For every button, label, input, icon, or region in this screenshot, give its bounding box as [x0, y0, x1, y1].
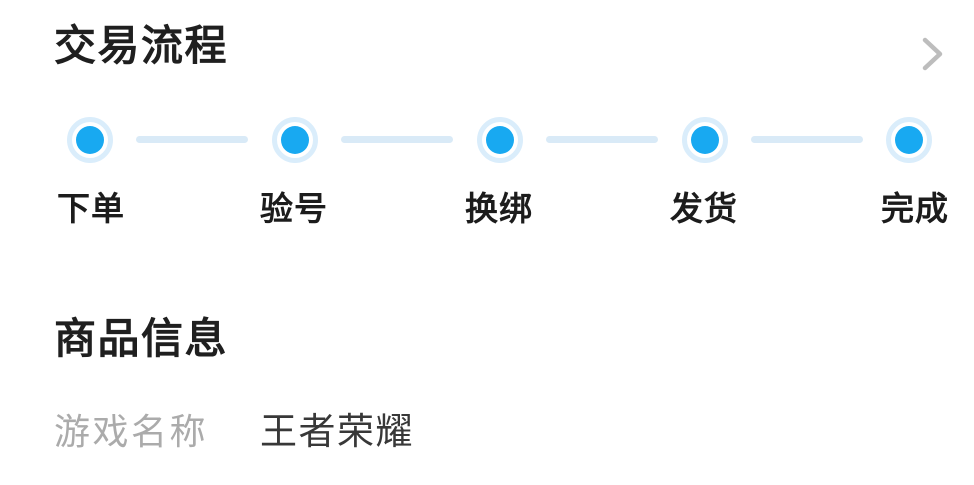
step-dot-icon — [67, 117, 113, 163]
step-dot-icon — [682, 117, 728, 163]
transaction-flow-title: 交易流程 — [54, 22, 229, 69]
step-connector — [751, 136, 863, 143]
game-name-label: 游戏名称 — [54, 411, 209, 452]
step-dot-icon — [272, 117, 318, 163]
step-connector — [546, 136, 658, 143]
step-connector — [341, 136, 453, 143]
step-label-rebind: 换绑 — [465, 190, 533, 227]
product-info-field-row: 游戏名称 王者荣耀 — [54, 411, 414, 454]
game-name-value: 王者荣耀 — [260, 411, 415, 452]
product-info-title: 商品信息 — [54, 315, 229, 362]
step-label-deliver: 发货 — [670, 190, 738, 227]
step-dot-core-icon — [895, 126, 923, 154]
step-dot-icon — [886, 117, 932, 163]
step-label-verify-account: 验号 — [260, 190, 328, 227]
step-connector — [136, 136, 248, 143]
step-label-place-order: 下单 — [57, 190, 125, 227]
step-dot-core-icon — [691, 126, 719, 154]
step-label-complete: 完成 — [881, 190, 949, 227]
transaction-stepper: 下单 验号 换绑 发货 完成 — [0, 0, 974, 240]
step-dot-icon — [477, 117, 523, 163]
step-dot-core-icon — [76, 126, 104, 154]
chevron-right-icon[interactable] — [918, 36, 948, 72]
step-dot-core-icon — [486, 126, 514, 154]
step-dot-core-icon — [281, 126, 309, 154]
